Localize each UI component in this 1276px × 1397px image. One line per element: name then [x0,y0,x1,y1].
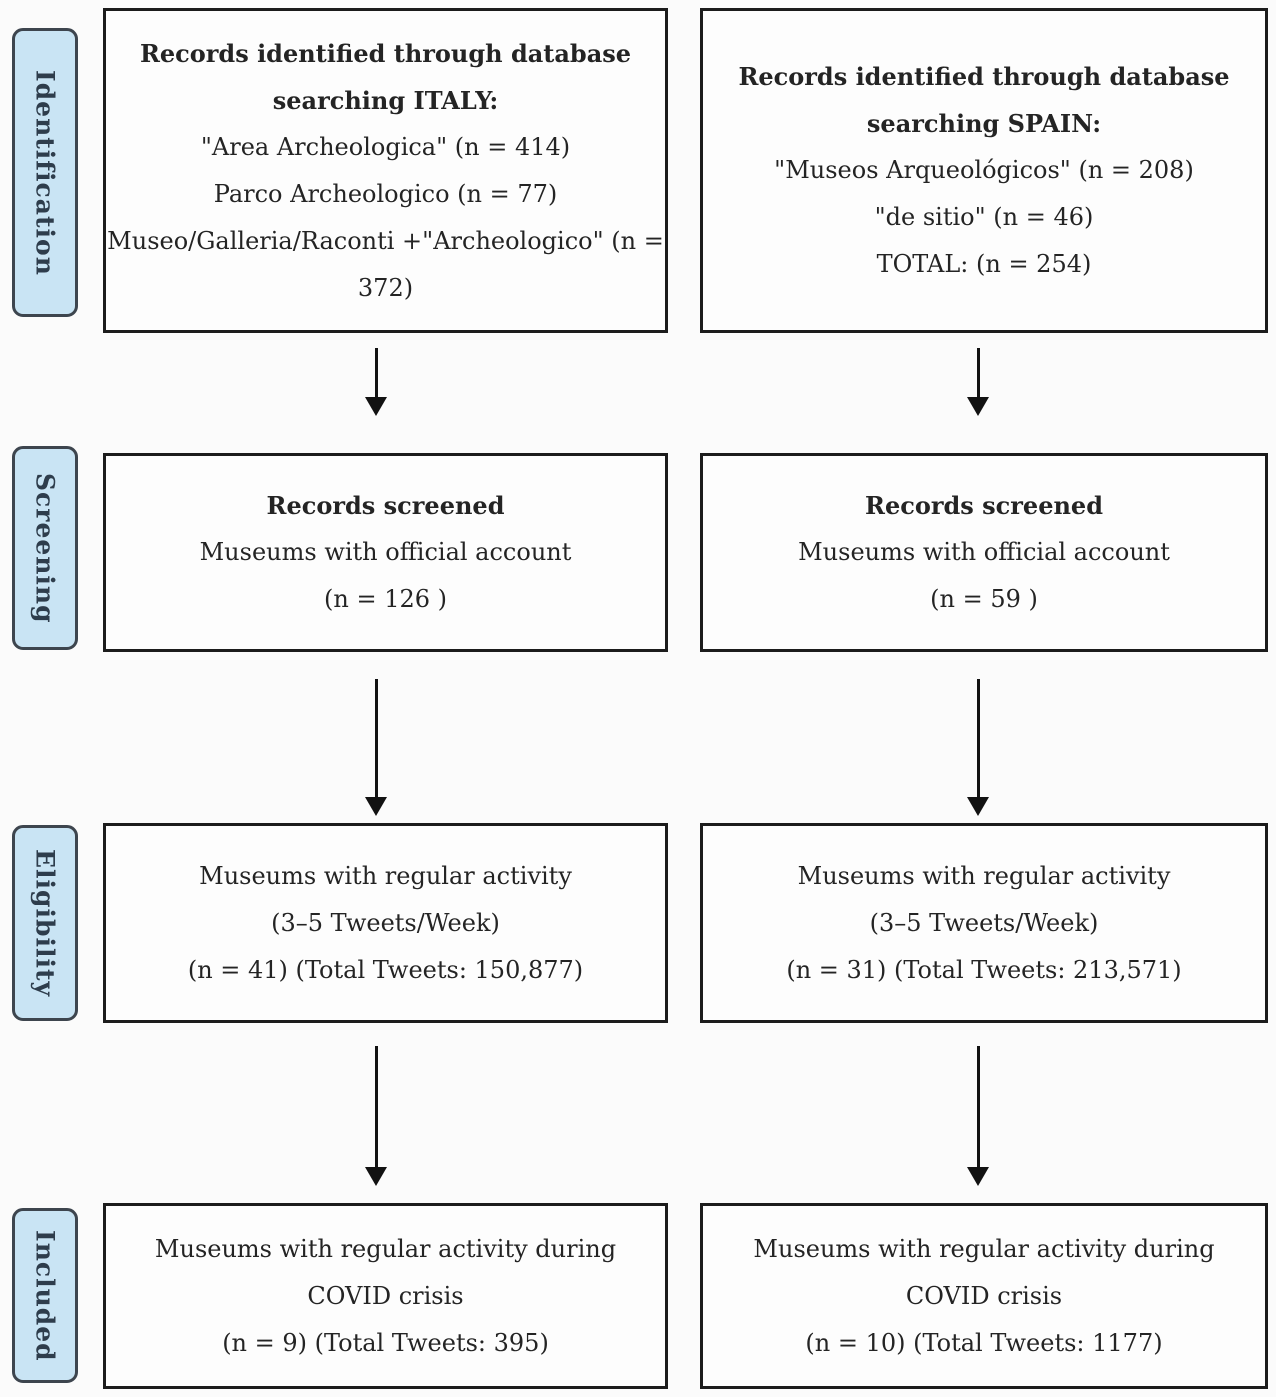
stage-label-included: Included [12,1208,78,1383]
box-line: "Area Archeologica" (n = 414) [200,132,571,161]
box-line: searching ITALY: [272,85,499,115]
box-spain-eligibility: Museums with regular activity (3–5 Tweet… [700,823,1268,1023]
arrow-down-icon [967,397,989,416]
box-line: "Museos Arqueológicos" (n = 208) [774,156,1194,184]
arrow-down-icon [967,1167,989,1186]
box-line: (n = 59 ) [930,585,1038,613]
box-line: (n = 126 ) [324,585,447,613]
box-line: Museums with regular activity [199,861,572,890]
box-spain-screening: Records screened Museums with official a… [700,453,1268,652]
box-line: Museo/Galleria/Raconti +"Archeologico" (… [107,226,664,255]
arrow-down-icon [365,1167,387,1186]
box-line: Museums with official account [199,538,572,566]
arrow-down-icon [365,797,387,816]
box-line: Museums with regular activity during [753,1234,1215,1263]
box-line: Records screened [865,491,1103,520]
box-line: (n = 9) (Total Tweets: 395) [222,1328,549,1357]
box-spain-included: Museums with regular activity during COV… [700,1203,1268,1389]
box-line: (3–5 Tweets/Week) [869,908,1099,937]
box-line: Records identified through database [738,62,1230,91]
box-line: Parco Archeologico (n = 77) [213,179,558,208]
box-spain-identification: Records identified through database sear… [700,8,1268,333]
stage-label-screening: Screening [12,446,78,650]
box-line: TOTAL: (n = 254) [876,250,1092,278]
arrow-shaft [976,679,980,797]
arrow-down-icon [365,397,387,416]
arrow-italy-eligibility-to-included [365,1046,387,1186]
arrow-spain-identification-to-screening [967,348,989,416]
stage-label-text: Identification [30,69,60,276]
arrow-shaft [374,348,378,397]
box-line: Museums with regular activity [797,861,1171,890]
arrow-italy-screening-to-eligibility [365,679,387,816]
arrow-down-icon [967,797,989,816]
box-line: (3–5 Tweets/Week) [271,908,500,937]
box-italy-eligibility: Museums with regular activity (3–5 Tweet… [103,823,668,1023]
box-line: Museums with regular activity during [154,1234,617,1263]
box-line: (n = 10) (Total Tweets: 1177) [805,1328,1163,1357]
box-line: "de sitio" (n = 46) [874,203,1094,231]
box-italy-included: Museums with regular activity during COV… [103,1203,668,1389]
box-line: COVID crisis [905,1281,1063,1310]
box-line: 372) [357,273,414,302]
arrow-spain-eligibility-to-included [967,1046,989,1186]
box-line: Records screened [266,491,505,520]
stage-label-text: Included [30,1229,60,1362]
box-line: (n = 41) (Total Tweets: 150,877) [187,955,584,984]
box-line: (n = 31) (Total Tweets: 213,571) [786,955,1182,984]
box-italy-identification: Records identified through database sear… [103,8,668,333]
box-line: COVID crisis [307,1281,464,1310]
arrow-italy-identification-to-screening [365,348,387,416]
box-line: Museums with official account [798,538,1170,566]
box-italy-screening: Records screened Museums with official a… [103,453,668,652]
arrow-spain-screening-to-eligibility [967,679,989,816]
arrow-shaft [976,1046,980,1167]
stage-label-text: Eligibility [30,848,60,998]
box-line: searching SPAIN: [866,109,1102,138]
arrow-shaft [976,348,980,397]
stage-label-text: Screening [30,472,60,624]
arrow-shaft [374,1046,378,1167]
box-line: Records identified through database [139,38,632,68]
stage-label-eligibility: Eligibility [12,825,78,1021]
arrow-shaft [374,679,378,797]
stage-label-identification: Identification [12,28,78,317]
